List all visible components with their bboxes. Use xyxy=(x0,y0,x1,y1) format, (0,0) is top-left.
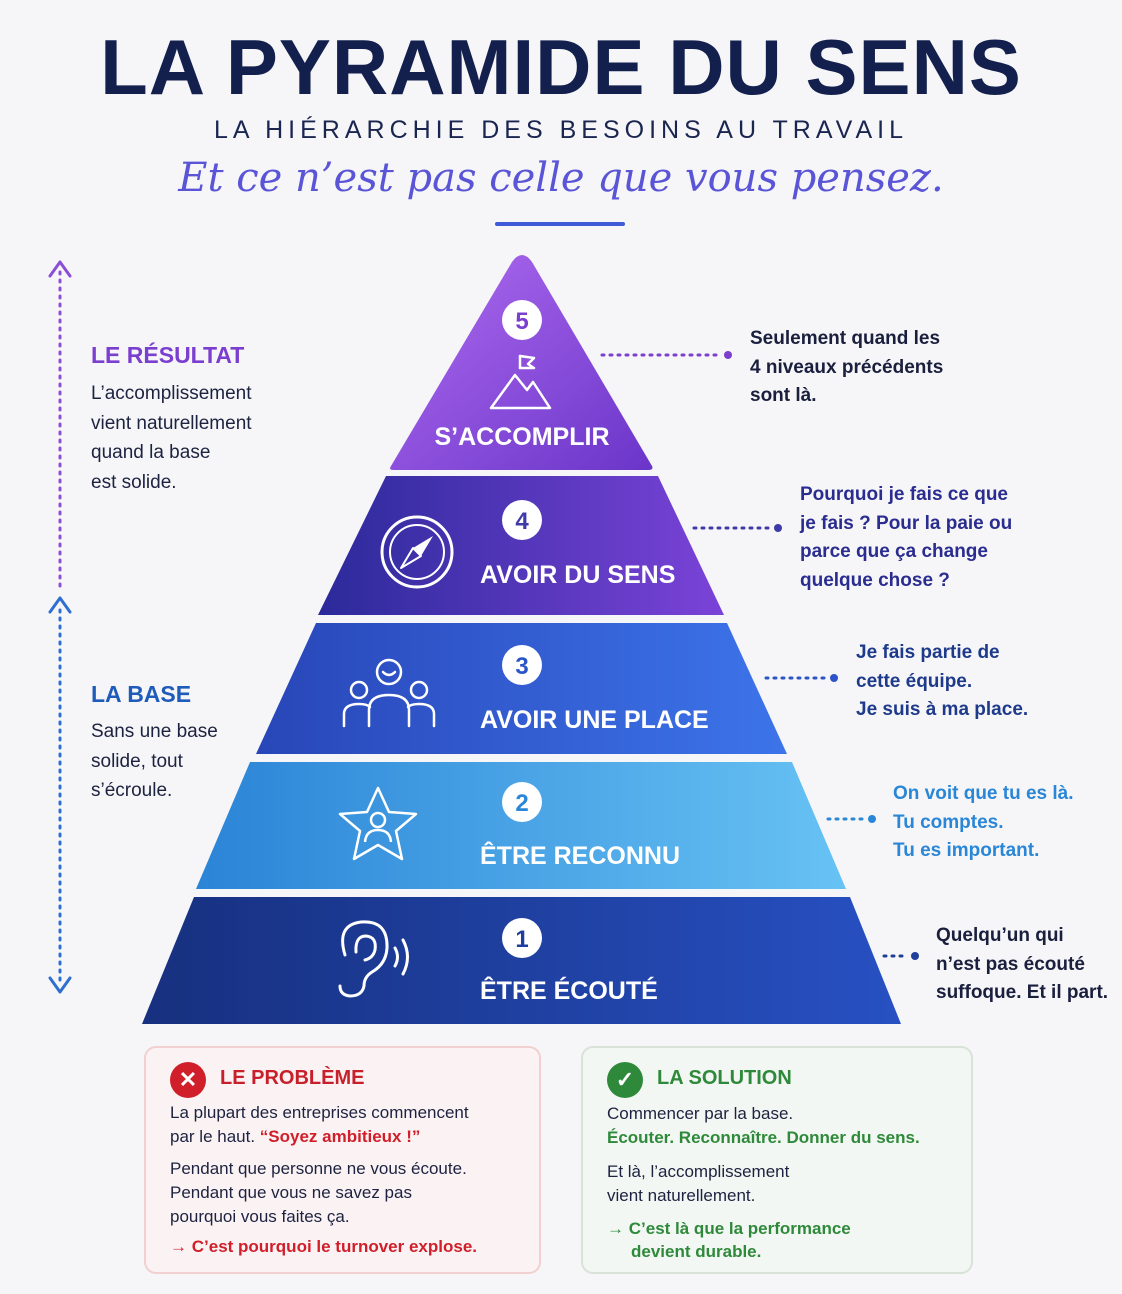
solution-conclusion-1: → C’est là que la performance xyxy=(607,1217,851,1241)
base-heading: LA BASE xyxy=(91,681,192,707)
pyramid-tier-4: 4 AVOIR DU SENS xyxy=(318,476,724,615)
connector-4 xyxy=(692,524,782,532)
arrow-right-icon: → xyxy=(170,1237,192,1256)
tier-2-number: 2 xyxy=(515,790,528,817)
connector-5 xyxy=(600,351,732,359)
solution-line-1: Commencer par la base. xyxy=(607,1104,794,1123)
ear-icon xyxy=(338,920,409,998)
solution-card: ✓ LA SOLUTION Commencer par la base. Éco… xyxy=(581,1046,973,1274)
tier-2-label: ÊTRE RECONNU xyxy=(480,840,680,870)
problem-line-2-prefix: par le haut. xyxy=(170,1127,260,1146)
arrow-right-icon: → xyxy=(607,1219,629,1238)
solution-title: LA SOLUTION xyxy=(657,1067,792,1089)
solution-line-3: Et là, l’accomplissement xyxy=(607,1162,790,1181)
problem-conclusion-text: C’est pourquoi le turnover explose. xyxy=(191,1237,478,1256)
pyramid-tier-1: 1 ÊTRE ÉCOUTÉ xyxy=(142,897,901,1024)
base-body: Sans une base solide, tout s’écroule. xyxy=(91,721,218,801)
note-level-1: Quelqu’un qui n’est pas écouté suffoque.… xyxy=(936,925,1109,1003)
tier-1-number: 1 xyxy=(515,926,528,953)
problem-line-5: pourquoi vous faites ça. xyxy=(170,1207,350,1226)
connector-2 xyxy=(826,815,876,823)
pyramid-tier-2: 2 ÊTRE RECONNU xyxy=(196,762,846,889)
connector-3 xyxy=(764,674,838,682)
tier-1-label: ÊTRE ÉCOUTÉ xyxy=(480,975,658,1005)
tier-4-number: 4 xyxy=(515,508,529,535)
tagline: Et ce n’est pas celle que vous pensez. xyxy=(178,155,944,201)
connector-1 xyxy=(882,952,919,960)
problem-card: ✕ LE PROBLÈME La plupart des entreprises… xyxy=(144,1046,541,1274)
solution-conclusion-1-text: C’est là que la performance xyxy=(628,1219,851,1238)
star-person-icon xyxy=(338,786,418,861)
problem-title: LE PROBLÈME xyxy=(220,1067,365,1089)
problem-line-2: par le haut. “Soyez ambitieux !” xyxy=(170,1125,420,1149)
note-level-3: Je fais partie de cette équipe. Je suis … xyxy=(856,642,1029,720)
problem-line-4: Pendant que vous ne savez pas xyxy=(170,1183,412,1202)
team-icon xyxy=(342,658,436,728)
problem-line-1: La plupart des entreprises commencent xyxy=(170,1103,469,1122)
check-icon: ✓ xyxy=(607,1062,643,1098)
result-heading: LE RÉSULTAT xyxy=(91,342,245,368)
tagline-underline xyxy=(495,222,625,226)
tier-5-label: S’ACCOMPLIR xyxy=(435,423,610,451)
problem-line-3: Pendant que personne ne vous écoute. xyxy=(170,1159,467,1178)
problem-conclusion: → C’est pourquoi le turnover explose. xyxy=(170,1235,477,1259)
mountain-flag-icon xyxy=(489,354,552,410)
solution-line-2: Écouter. Reconnaître. Donner du sens. xyxy=(607,1128,920,1147)
note-level-5: Seulement quand les 4 niveaux précédents… xyxy=(750,328,944,406)
tier-4-label: AVOIR DU SENS xyxy=(480,561,675,589)
result-body: L’accomplissement vient naturellement qu… xyxy=(91,383,252,493)
page-title: LA PYRAMIDE DU SENS xyxy=(100,23,1022,111)
result-arrow xyxy=(48,260,72,590)
pyramid-tier-5: 5 S’ACCOMPLIR xyxy=(390,255,653,470)
compass-icon xyxy=(380,515,454,589)
problem-quote: “Soyez ambitieux !” xyxy=(259,1127,421,1146)
error-x-icon: ✕ xyxy=(170,1062,206,1098)
base-arrow xyxy=(48,596,72,994)
pyramid-tier-3: 3 AVOIR UNE PLACE xyxy=(256,623,787,754)
tier-3-label: AVOIR UNE PLACE xyxy=(480,706,709,734)
solution-line-4: vient naturellement. xyxy=(607,1186,756,1205)
tier-3-number: 3 xyxy=(515,653,528,680)
note-level-2: On voit que tu es là. Tu comptes. Tu es … xyxy=(893,783,1074,861)
solution-conclusion-2: devient durable. xyxy=(631,1242,762,1261)
note-level-4: Pourquoi je fais ce que je fais ? Pour l… xyxy=(800,484,1013,591)
tier-5-number: 5 xyxy=(515,308,528,335)
page-subtitle: LA HIÉRARCHIE DES BESOINS AU TRAVAIL xyxy=(213,116,909,144)
